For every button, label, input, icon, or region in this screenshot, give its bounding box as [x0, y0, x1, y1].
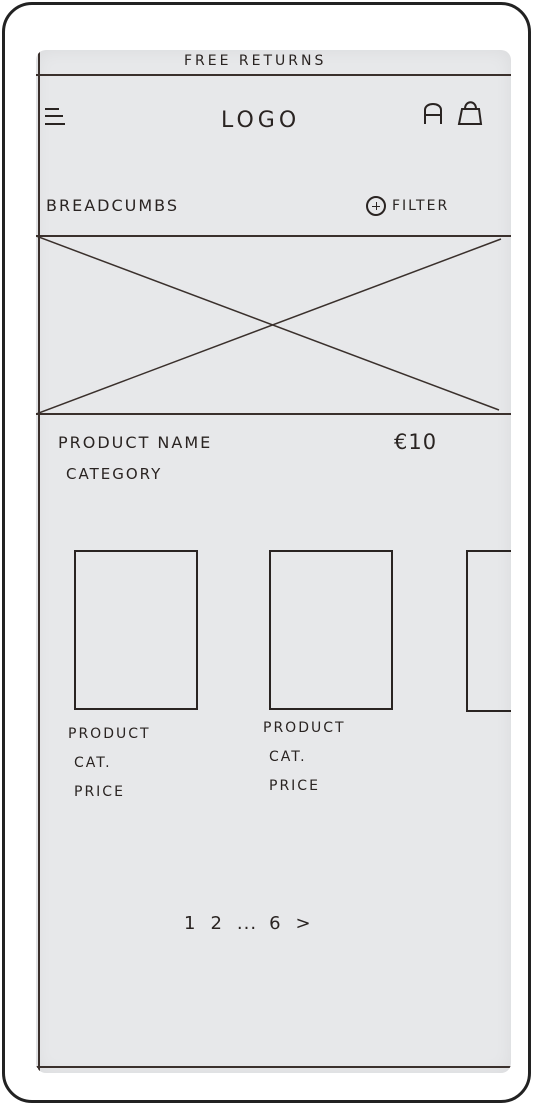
announcement-text: FREE RETURNS [184, 53, 327, 69]
chevron-right-icon[interactable]: > [295, 912, 312, 934]
page-2-link[interactable]: 2 [210, 912, 223, 934]
menu-icon[interactable] [45, 106, 67, 126]
product-card[interactable]: PRODUCT CAT. PRICE [263, 550, 419, 794]
product-card[interactable]: PRODUCT CAT. PRICE [68, 550, 224, 800]
bag-icon[interactable] [456, 98, 484, 126]
user-icon[interactable] [420, 98, 446, 126]
filter-button[interactable]: FILTER [366, 190, 449, 222]
product-card-price: PRICE [269, 778, 320, 794]
product-card-price: PRICE [74, 784, 125, 800]
filter-label: FILTER [392, 198, 450, 214]
phone-frame: FREE RETURNS LOGO BREADCUMBS FILTER [2, 2, 531, 1103]
announcement-divider [36, 74, 511, 76]
product-card-name: PRODUCT [68, 726, 151, 742]
product-card-category: CAT. [269, 749, 307, 765]
logo[interactable]: LOGO [221, 108, 301, 133]
wireframe-sheet: FREE RETURNS LOGO BREADCUMBS FILTER [36, 50, 511, 1073]
product-card-partial[interactable] [466, 550, 511, 712]
product-card-text: PRODUCT CAT. PRICE [68, 720, 151, 807]
product-price: €10 [394, 430, 438, 454]
product-thumbnail [74, 550, 198, 710]
page-1-link[interactable]: 1 [184, 912, 197, 934]
product-card-text: PRODUCT CAT. PRICE [263, 714, 346, 801]
frame-left-border [38, 50, 40, 1073]
product-card-category: CAT. [74, 755, 112, 771]
page-6-link[interactable]: 6 [269, 912, 282, 934]
product-name: PRODUCT NAME [58, 433, 213, 452]
image-placeholder-icon [36, 235, 511, 415]
product-category: CATEGORY [66, 465, 163, 483]
pagination: 1 2 ... 6 > [184, 908, 326, 938]
plus-circle-icon [366, 196, 386, 216]
frame-bottom-border [36, 1066, 511, 1068]
product-card-name: PRODUCT [263, 720, 346, 736]
breadcrumbs[interactable]: BREADCUMBS [46, 196, 180, 215]
announcement-bar: FREE RETURNS [36, 50, 511, 74]
pagination-ellipsis: ... [236, 912, 258, 934]
product-thumbnail [269, 550, 393, 710]
